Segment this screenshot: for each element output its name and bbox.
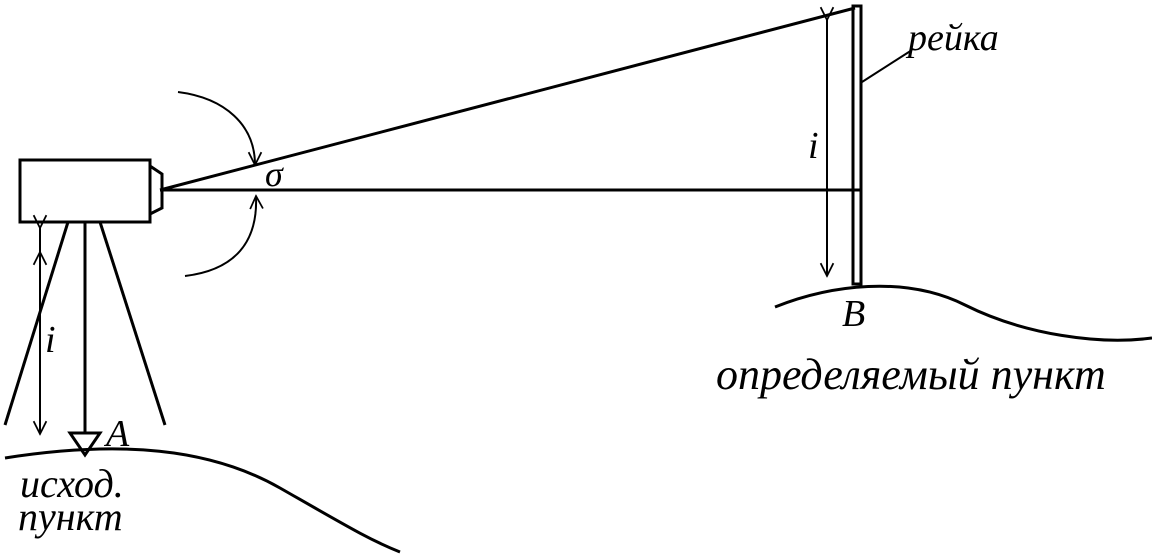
point-a-marker	[67, 431, 103, 458]
origin-point-label-line1: исход.	[20, 461, 124, 506]
inclined-sight-line	[159, 6, 856, 192]
instrument-height-label: i	[45, 319, 56, 361]
point-a-label: A	[103, 413, 130, 455]
ground-left	[4, 447, 401, 554]
angle-arc-upper	[177, 91, 255, 165]
instrument-body	[18, 158, 152, 224]
point-b-label: B	[842, 293, 865, 335]
rod-label-leader	[861, 49, 913, 83]
rod-height-label: i	[808, 125, 819, 167]
ground-right	[774, 284, 1152, 342]
rod-label: рейка	[905, 17, 999, 59]
tripod-leg-left	[3, 221, 70, 426]
leveling-rod	[851, 4, 863, 286]
angle-arc-lower	[184, 196, 256, 277]
tripod-leg-right	[98, 221, 167, 426]
determined-point-label: определяемый пункт	[716, 350, 1106, 399]
origin-point-label-line2: пункт	[18, 494, 123, 539]
angle-symbol: σ	[265, 154, 284, 194]
